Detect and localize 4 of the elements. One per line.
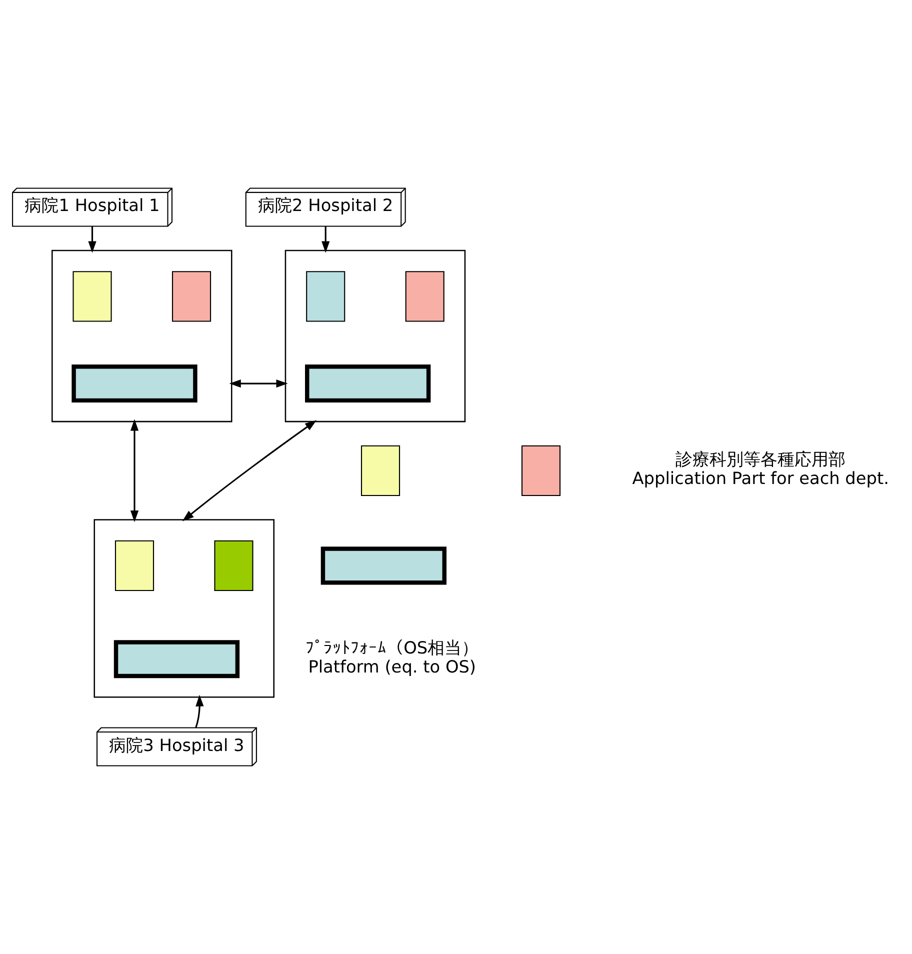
node-label: Platform (eq. to OS) — [308, 656, 476, 677]
node-label: ﾌﾟﾗｯﾄﾌｫｰﾑ（OS相当） — [306, 638, 479, 658]
node-label: 診療科別等各種応用部 — [676, 449, 846, 470]
node-label: Application Part for each dept. — [632, 468, 889, 488]
